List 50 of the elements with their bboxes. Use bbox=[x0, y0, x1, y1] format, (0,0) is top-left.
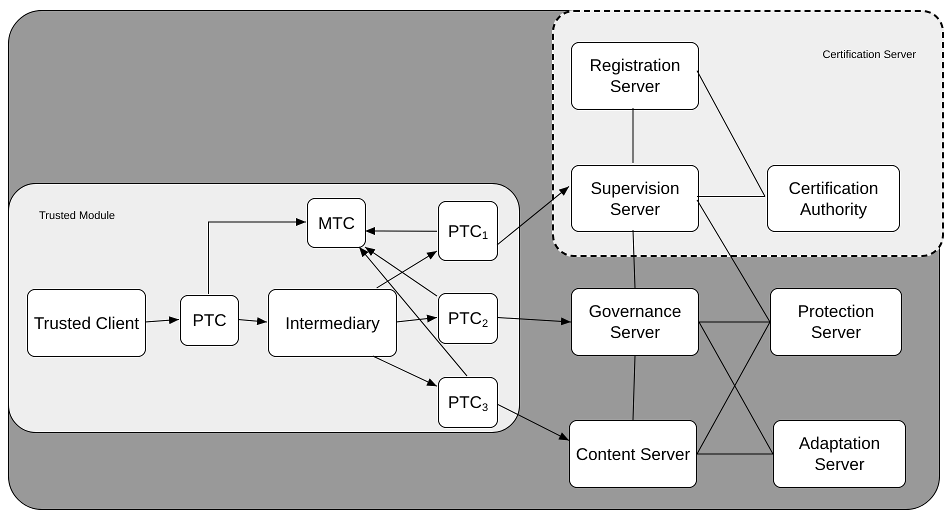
panel-title: Certification Server bbox=[822, 48, 916, 63]
arrow bbox=[496, 317, 572, 326]
process-box bbox=[571, 165, 699, 232]
process-box bbox=[571, 42, 699, 110]
process-box bbox=[438, 201, 498, 261]
node-label: Intermediary bbox=[285, 312, 380, 334]
connector-line bbox=[632, 230, 636, 288]
node-label: MTC bbox=[318, 212, 355, 234]
arrow bbox=[372, 356, 438, 387]
connector-line bbox=[632, 108, 634, 164]
process-box bbox=[571, 288, 699, 356]
arrow bbox=[496, 186, 570, 246]
node-label: PTC$_{1}$ bbox=[448, 220, 488, 242]
node-label: Content Server bbox=[576, 444, 690, 464]
process-box bbox=[27, 289, 146, 357]
arrow bbox=[238, 317, 268, 326]
process-box bbox=[569, 420, 697, 488]
arrow bbox=[396, 314, 438, 323]
arrow bbox=[364, 227, 438, 236]
process-box bbox=[180, 295, 239, 346]
arrow bbox=[496, 404, 570, 441]
node-label: Protection Server bbox=[796, 301, 876, 343]
arrow bbox=[364, 246, 438, 297]
process-box bbox=[438, 377, 498, 428]
group-panel bbox=[8, 183, 520, 433]
process-box bbox=[773, 420, 906, 488]
node-label: Trusted Client bbox=[34, 312, 140, 334]
arrow bbox=[144, 316, 180, 324]
process-box bbox=[268, 289, 397, 357]
node-label: Registration Server bbox=[588, 55, 682, 97]
panel-title: Trusted Module bbox=[39, 209, 116, 224]
node-label: Supervision Server bbox=[590, 178, 680, 220]
process-box bbox=[770, 288, 902, 356]
arrow bbox=[358, 246, 468, 376]
arrow bbox=[376, 250, 438, 288]
node-label: PTC$_{3}$ bbox=[448, 392, 488, 413]
process-box bbox=[438, 293, 498, 344]
connector-line bbox=[696, 199, 770, 322]
connector-line bbox=[632, 356, 636, 420]
arrow bbox=[208, 218, 306, 294]
node-label: PTC$_{2}$ bbox=[448, 308, 488, 329]
process-box bbox=[307, 198, 366, 248]
connector-line bbox=[696, 196, 766, 197]
node-label: Adaptation Server bbox=[798, 433, 882, 475]
node-label: Governance Server bbox=[588, 301, 682, 343]
group-panel bbox=[552, 10, 944, 257]
connector-line bbox=[696, 70, 766, 197]
node-label: PTC bbox=[192, 310, 226, 331]
process-box bbox=[767, 165, 900, 232]
node-label: Certification Authority bbox=[788, 178, 880, 220]
